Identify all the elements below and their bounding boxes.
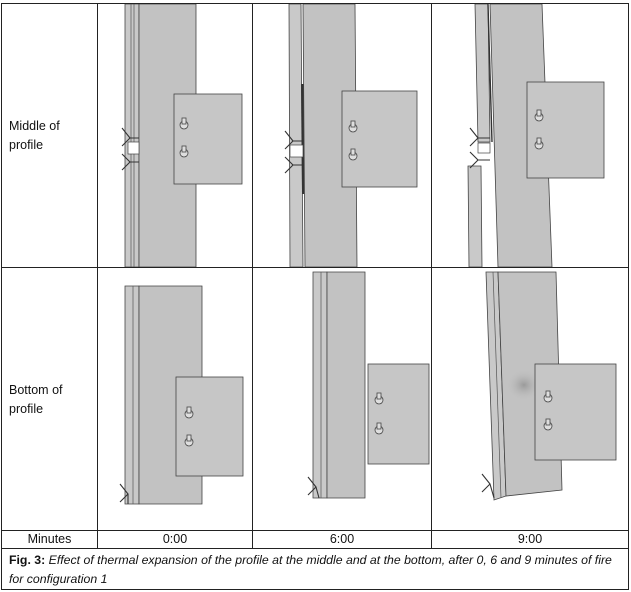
table-border-bottom — [1, 589, 629, 590]
caption-text: Effect of thermal expansion of the profi… — [9, 553, 612, 586]
image-middle-6min — [253, 4, 431, 267]
profile-edge-line — [487, 4, 493, 143]
row-divider-1 — [1, 267, 629, 268]
image-bottom-0min — [98, 268, 252, 530]
col-divider-1 — [97, 3, 98, 549]
image-bottom-6min — [253, 268, 431, 530]
clip-hook — [284, 130, 303, 150]
table-border-left — [1, 3, 2, 590]
minutes-9: 9:00 — [517, 532, 543, 546]
profile-flange — [312, 271, 328, 499]
keyhole-slot — [534, 109, 544, 150]
row-divider-2 — [1, 530, 629, 531]
keyhole-slot — [374, 392, 384, 435]
row-label-middle: Middle of profile — [9, 119, 60, 152]
minutes-label: Minutes — [27, 532, 72, 546]
col-divider-2 — [252, 3, 253, 549]
clip-gap — [289, 144, 304, 158]
clip-gap — [477, 142, 491, 154]
image-middle-0min — [98, 4, 252, 267]
keyhole-slot — [543, 390, 553, 431]
bracket-plate — [367, 363, 430, 465]
profile-flange — [124, 4, 140, 267]
profile-web — [489, 4, 553, 267]
clip-hook — [121, 153, 139, 171]
minutes-6: 6:00 — [329, 532, 355, 546]
bracket-plate — [534, 363, 617, 461]
bracket-plate — [341, 90, 418, 188]
profile-flange-lower — [467, 165, 483, 267]
clip-hook — [119, 483, 129, 504]
profile-web — [326, 271, 366, 499]
clip-hook — [284, 156, 303, 174]
row-divider-3 — [1, 548, 629, 549]
clip-hook — [469, 127, 490, 147]
image-middle-9min — [432, 4, 628, 267]
image-bottom-9min — [432, 268, 628, 530]
keyhole-slot — [179, 117, 189, 158]
bracket-plate — [175, 376, 244, 477]
table-border-right — [628, 3, 629, 590]
profile-flange — [124, 285, 140, 505]
row-label-bottom: Bottom of profile — [9, 383, 63, 416]
profile-edge-line — [492, 271, 502, 499]
minutes-0: 0:00 — [162, 532, 188, 546]
keyhole-slot — [348, 120, 358, 161]
clip-gap — [127, 141, 140, 155]
clip-hook — [469, 151, 490, 169]
heated-zone — [506, 369, 542, 401]
figure-caption: Fig. 3: Effect of thermal expansion of t… — [9, 551, 623, 589]
figure: Middle of profile Bottom of profile — [1, 3, 629, 590]
profile-flange — [288, 4, 304, 267]
profile-web — [138, 4, 197, 267]
profile-web — [302, 4, 358, 267]
col-divider-3 — [431, 3, 432, 549]
bracket-plate — [173, 93, 243, 185]
caption-label: Fig. 3: — [9, 553, 46, 567]
keyhole-slot — [184, 406, 194, 447]
clip-hook — [307, 476, 320, 499]
bracket-plate — [526, 81, 605, 179]
table-border-top — [1, 3, 629, 4]
clip-hook — [121, 127, 139, 147]
clip-hook — [481, 473, 495, 499]
profile-flange-upper — [474, 4, 491, 143]
